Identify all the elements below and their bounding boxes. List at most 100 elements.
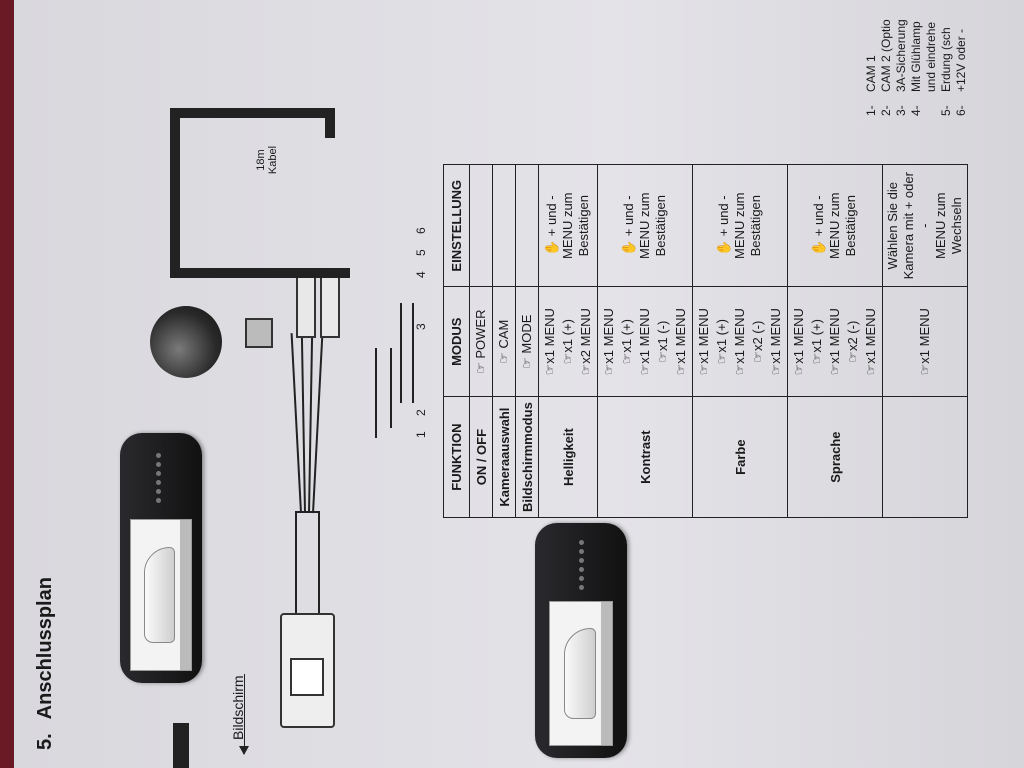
fuse-box — [245, 318, 273, 348]
arrow-left-icon — [244, 674, 245, 754]
pin-label-middle: 3 — [414, 317, 428, 330]
header-funktion: FUNKTION — [443, 396, 470, 518]
cell-modus: ☞x1 MENU — [882, 286, 968, 397]
legend-number — [924, 100, 939, 116]
cell-einstellung — [469, 164, 493, 287]
einstellung-line: Wählen Sie die — [885, 181, 900, 270]
cell-funktion: Bildschirmmodus — [515, 396, 539, 518]
modus-step: ☞x1 MENU — [768, 308, 783, 376]
modus-step: ☞x1 MENU — [601, 308, 616, 376]
pins-label-right: 4 5 6 — [414, 221, 428, 278]
cell-modus: ☞ CAM — [492, 286, 516, 397]
monitor-image-top — [120, 433, 202, 683]
cell-funktion: Helligkeit — [538, 396, 598, 518]
modus-step: ☞x1 (+) — [714, 319, 729, 365]
modus-step: ☞x1 (+) — [809, 319, 824, 365]
header-einstellung: EINSTELLUNG — [443, 164, 470, 287]
table-row: Farbe☞x1 MENU☞x1 (+)☞x1 MENU☞x2 (-)☞x1 M… — [692, 164, 788, 518]
cell-einstellung: ✋ + und -MENU zum Bestätigen — [538, 164, 598, 287]
wire-4 — [312, 333, 323, 514]
einstellung-line: MENU zum Bestätigen — [637, 192, 668, 259]
modus-step: ☞x2 (-) — [845, 320, 860, 363]
legend-text: CAM 1 — [864, 55, 878, 92]
cell-einstellung — [515, 164, 539, 287]
cell-funktion: Sprache — [787, 396, 883, 518]
monitor-image-bottom — [535, 523, 627, 758]
terminal-wire-1 — [375, 348, 377, 438]
legend-text: CAM 2 (Optio — [879, 19, 893, 92]
cable-bar-left — [173, 723, 189, 768]
monitor-plug-inner — [290, 658, 324, 696]
modus-step: ☞ POWER — [473, 309, 488, 374]
cell-einstellung: ✋ + und -MENU zum Bestätigen — [787, 164, 883, 287]
cell-einstellung: ✋ + und -MENU zum Bestätigen — [692, 164, 788, 287]
header-modus: MODUS — [443, 286, 470, 397]
table-row: Bildschirmmodus ☞ MODE — [515, 164, 539, 518]
table-row: ON / OFF ☞ POWER — [469, 164, 493, 518]
modus-step: ☞ CAM — [496, 319, 511, 364]
cell-funktion: ON / OFF — [469, 396, 493, 518]
long-cable-left — [170, 108, 330, 118]
einstellung-line: ✋ + und - — [621, 195, 636, 257]
legend-item: 4- Mit Glühlamp — [909, 19, 924, 116]
wire-3 — [308, 333, 313, 514]
legend-item: 3- 3A-Sicherung — [894, 19, 909, 116]
legend-number: 5- — [939, 105, 953, 116]
modus-step: ☞x1 MENU — [732, 308, 747, 376]
modus-step: ☞x1 (+) — [619, 319, 634, 365]
camera-image — [150, 306, 222, 378]
cam-connector-1 — [296, 268, 316, 338]
long-cable-top — [170, 268, 350, 278]
modus-step: ☞x2 (-) — [750, 320, 765, 363]
legend-item: 2- CAM 2 (Optio — [879, 19, 894, 116]
table-row: Sprache☞x1 MENU☞x1 (+)☞x1 MENU☞x2 (-)☞x1… — [787, 164, 883, 518]
cell-funktion: Kontrast — [597, 396, 693, 518]
cell-modus: ☞ MODE — [515, 286, 539, 397]
modus-step: ☞ MODE — [519, 314, 534, 369]
legend-item: und eindrehe — [924, 19, 939, 116]
cam-connector-2 — [320, 268, 340, 338]
ribbon-cable-bottom — [318, 513, 320, 613]
modus-step: ☞x2 MENU — [578, 308, 593, 376]
long-cable-right — [170, 108, 180, 278]
modus-step: ☞x1 (+) — [560, 319, 575, 365]
einstellung-line: MENU zum Bestätigen — [732, 192, 763, 259]
einstellung-line: Kamera mit + oder - — [901, 172, 932, 280]
legend-item: 1-CAM 1 — [864, 19, 879, 116]
table-row: Kameraauswahl ☞ CAM — [492, 164, 516, 518]
legend-number: 3- — [894, 105, 908, 116]
einstellung-line: MENU zum Bestätigen — [560, 192, 591, 259]
modus-step: ☞x1 MENU — [637, 308, 652, 376]
pins-label-left: 1 2 — [414, 403, 428, 438]
legend-text: Erdung (sch — [939, 27, 953, 92]
cell-modus: ☞x1 MENU☞x1 (+)☞x1 MENU☞x1 (-)☞x1 MENU — [597, 286, 693, 397]
legend-text: +12V oder - — [954, 28, 968, 92]
terminal-wire-2 — [390, 348, 392, 428]
legend-number: 2- — [879, 105, 893, 116]
cell-einstellung: ✋ + und -MENU zum Bestätigen — [597, 164, 693, 287]
wire-1 — [290, 333, 302, 513]
legend-item: 6-+12V oder - — [954, 19, 969, 116]
legend-number: 4- — [909, 105, 923, 116]
ribbon-cable-top — [295, 513, 297, 613]
einstellung-line: ✋ + und - — [544, 195, 559, 257]
long-cable-end — [325, 108, 335, 138]
wire-2 — [300, 333, 306, 513]
einstellung-line: ✋ + und - — [716, 195, 731, 257]
cell-funktion: Kameraauswahl — [492, 396, 516, 518]
table-row: Helligkeit☞x1 MENU☞x1 (+)☞x2 MENU✋ + und… — [538, 164, 598, 518]
function-table: FUNKTION MODUS EINSTELLUNG ON / OFF ☞ POW… — [443, 164, 968, 518]
terminal-wire-3 — [400, 303, 402, 403]
legend-text: und eindrehe — [924, 21, 938, 92]
legend-text: Mit Glühlamp — [909, 21, 923, 92]
legend-item: 5- Erdung (sch — [939, 19, 954, 116]
cell-modus: ☞x1 MENU☞x1 (+)☞x1 MENU☞x2 (-)☞x1 MENU — [692, 286, 788, 397]
cell-modus: ☞x1 MENU☞x1 (+)☞x2 MENU — [538, 286, 598, 397]
modus-step: ☞x1 MENU — [917, 308, 932, 376]
legend-text: 3A-Sicherung — [894, 19, 908, 92]
cell-funktion: Farbe — [692, 396, 788, 518]
